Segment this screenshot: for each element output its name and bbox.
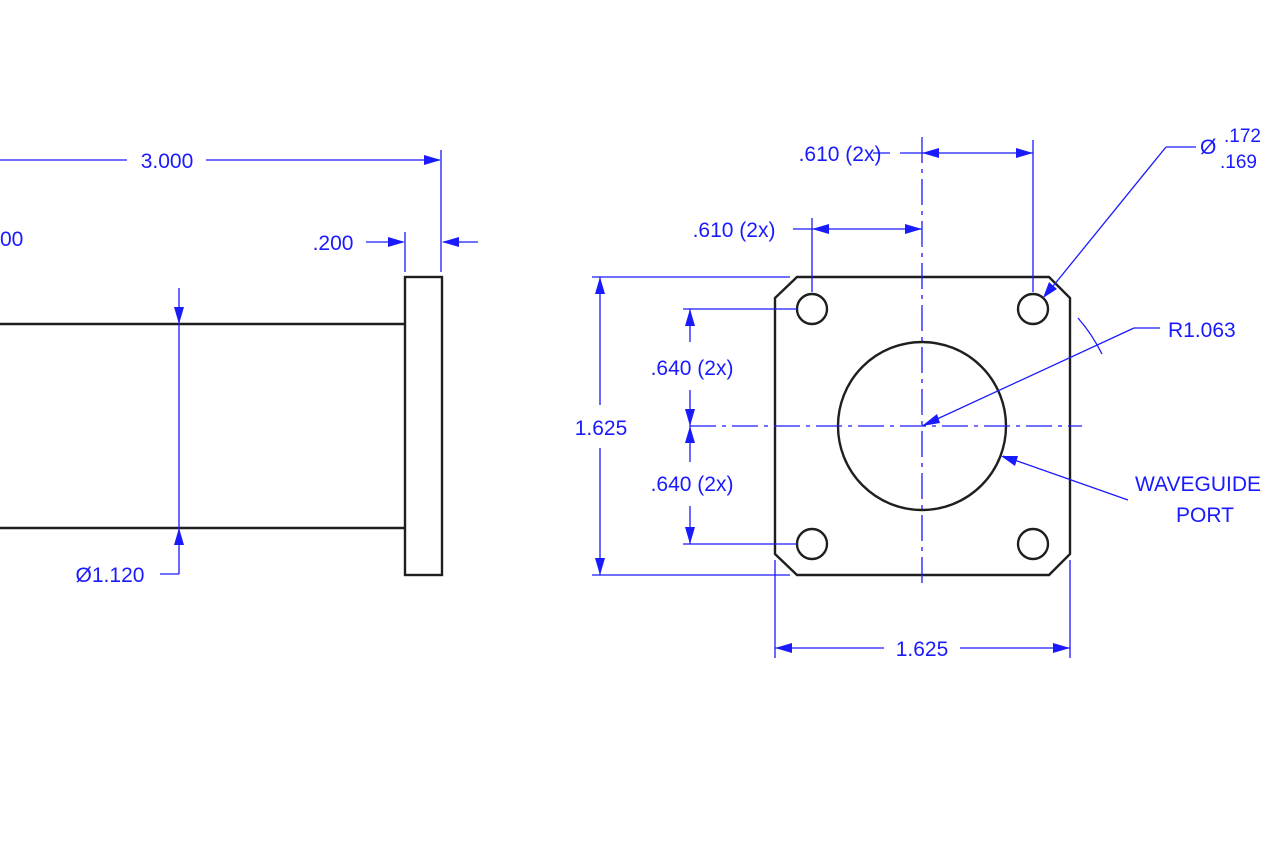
mounting-hole-bottom-left <box>795 527 829 561</box>
waveguide-port-label-line1: WAVEGUIDE <box>1135 473 1261 496</box>
radius-arc-indicator <box>1077 317 1103 355</box>
hole-diameter-lower-tolerance: .169 <box>1220 152 1257 173</box>
hole-spacing-left-dimension: .610 (2x) <box>693 218 922 292</box>
hole-diameter-symbol: Ø <box>1200 136 1216 159</box>
cutoff-dimension-label: 00 <box>0 228 23 251</box>
hole-spacing-left-label: .610 (2x) <box>693 219 776 242</box>
body-diameter-dimension: Ø1.120 <box>76 288 184 587</box>
vertical-spacing-dimension: .640 (2x) .640 (2x) <box>651 308 797 545</box>
hole-diameter-upper-tolerance: .172 <box>1224 126 1261 147</box>
flange-height-label: 1.625 <box>575 417 628 440</box>
mounting-hole-top-left <box>795 292 829 326</box>
overall-length-label: 3.000 <box>141 150 194 173</box>
side-view: 3.000 00 .200 Ø1.120 <box>0 150 478 587</box>
flange-width-label: 1.625 <box>896 638 949 661</box>
overall-length-dimension: 3.000 <box>0 150 442 272</box>
hole-spacing-top-label: .610 (2x) <box>799 143 882 166</box>
flange-width-dimension: 1.625 <box>774 560 1071 661</box>
vertical-spacing-upper-label: .640 (2x) <box>651 357 734 380</box>
flange-thickness-dimension: .200 <box>313 232 478 272</box>
vertical-spacing-lower-label: .640 (2x) <box>651 473 734 496</box>
hole-diameter-callout: Ø .172 .169 <box>1043 126 1261 298</box>
waveguide-port-callout: WAVEGUIDE PORT <box>1001 455 1261 527</box>
end-view: .610 (2x) .610 (2x) Ø .172 .169 <box>575 126 1261 661</box>
waveguide-port-label-line2: PORT <box>1176 504 1234 527</box>
flange-thickness-label: .200 <box>313 232 354 255</box>
corner-radius-callout: R1.063 <box>921 317 1236 427</box>
corner-radius-label: R1.063 <box>1168 319 1236 342</box>
hole-spacing-top-dimension: .610 (2x) <box>799 140 1034 292</box>
body-diameter-label: Ø1.120 <box>76 564 145 587</box>
flange-outline <box>773 275 1072 577</box>
mounting-hole-bottom-right <box>1016 527 1050 561</box>
flange-height-dimension: 1.625 <box>575 276 790 576</box>
mounting-hole-top-right <box>1016 292 1050 326</box>
flange-profile <box>403 275 444 577</box>
